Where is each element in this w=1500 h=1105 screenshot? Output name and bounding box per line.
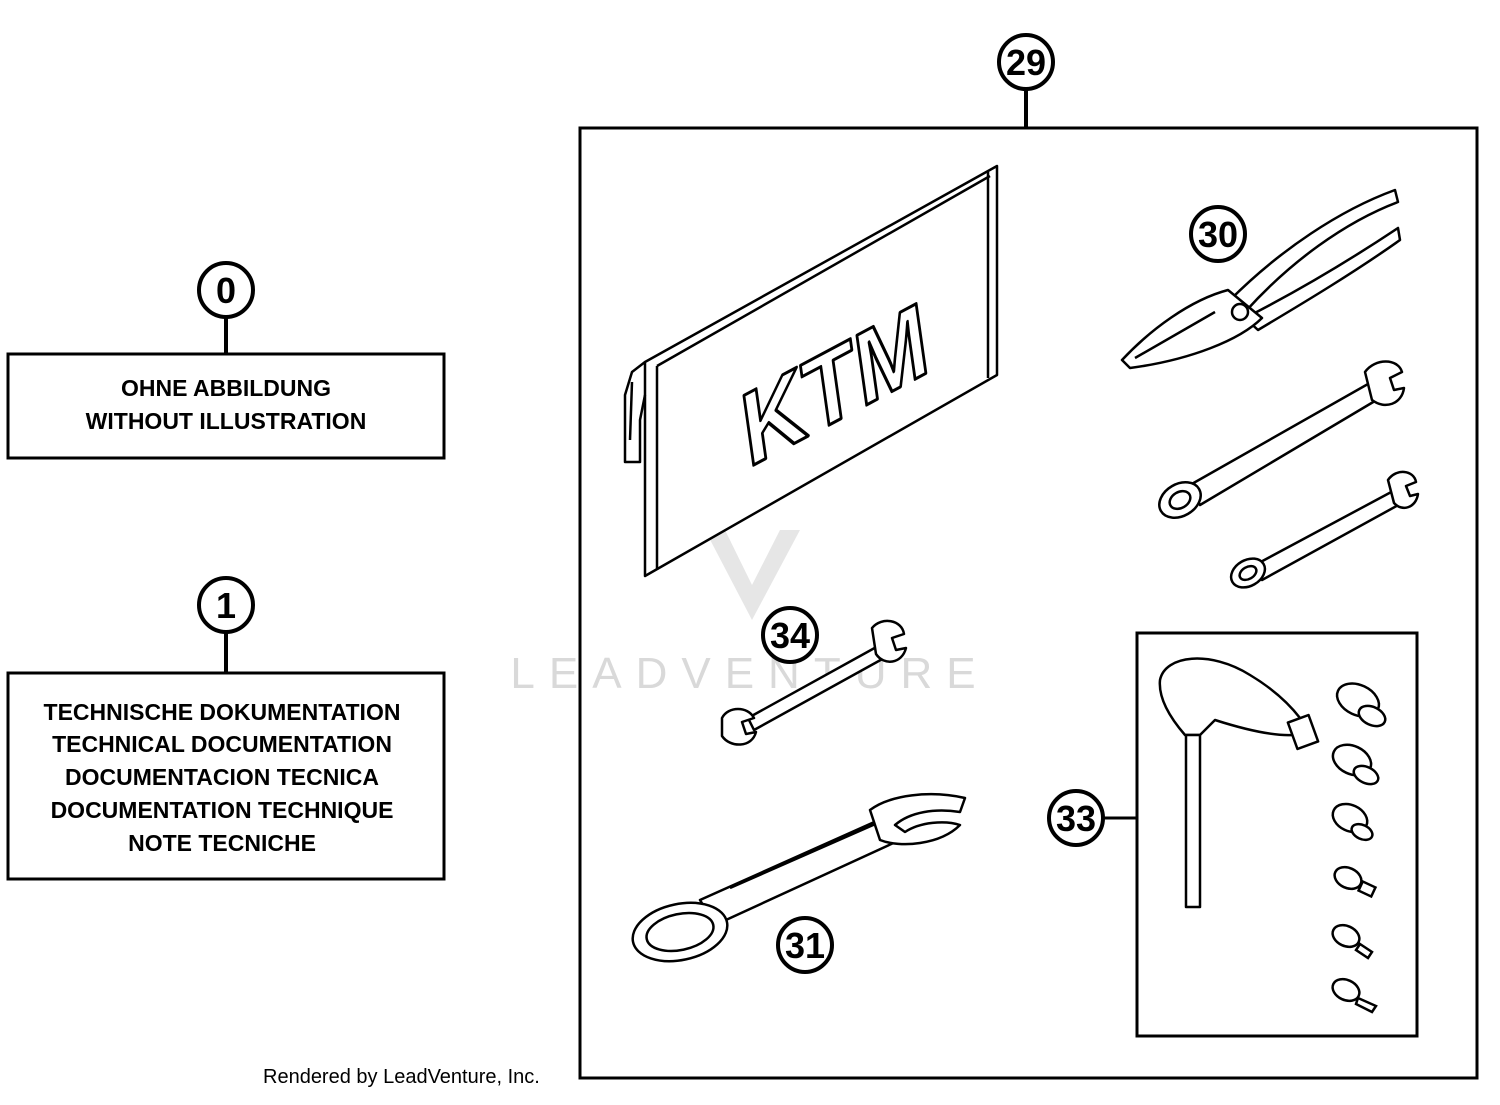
combination-wrench-icon [1158,360,1406,519]
ring-spanner-icon [631,793,967,963]
socket-bit-icon [1331,802,1374,842]
box-line: DOCUMENTACION TECNICA [65,764,379,790]
callout-30-label: 30 [1198,214,1238,255]
callout-29[interactable]: 29 [997,33,1055,91]
callout-33-label: 33 [1056,798,1096,839]
callout-34-label: 34 [770,615,810,656]
box-line: TECHNISCHE DOKUMENTATION [44,699,401,725]
box-line: OHNE ABBILDUNG [121,375,331,401]
callout-29-label: 29 [1006,42,1046,83]
socket-bit-icon [1333,865,1378,899]
callout-31[interactable]: 31 [776,916,834,974]
open-end-wrench-icon [720,619,908,746]
socket-bit-icon [1331,923,1374,960]
callout-1-label: 1 [216,585,236,626]
combination-wrench-icon [1229,470,1420,589]
box-line: NOTE TECNICHE [128,830,316,856]
technical-documentation-box [6,671,446,881]
box-line: WITHOUT ILLUSTRATION [86,408,367,434]
socket-bit-icon [1331,977,1378,1014]
t-handle-wrench-icon [1158,657,1320,909]
socket-bit-icon [1331,743,1380,786]
box-line: TECHNICAL DOCUMENTATION [52,731,392,757]
callout-30[interactable]: 30 [1189,205,1247,263]
callout-33[interactable]: 33 [1047,789,1105,847]
pliers-icon [1120,188,1402,370]
watermark-text: LEADVENTURE [510,649,989,698]
callout-31-label: 31 [785,925,825,966]
callout-34[interactable]: 34 [761,606,819,664]
socket-bit-icon [1335,682,1387,728]
box-line: DOCUMENTATION TECHNIQUE [51,797,394,823]
tool-kit-box [578,126,1479,1080]
without-illustration-box [6,352,446,460]
footer-credit: Rendered by LeadVenture, Inc. [263,1066,540,1088]
callout-1[interactable]: 1 [197,576,255,634]
callout-0-label: 0 [216,270,236,311]
callout-0[interactable]: 0 [197,261,255,319]
tool-bag-icon: KTM [623,164,999,578]
